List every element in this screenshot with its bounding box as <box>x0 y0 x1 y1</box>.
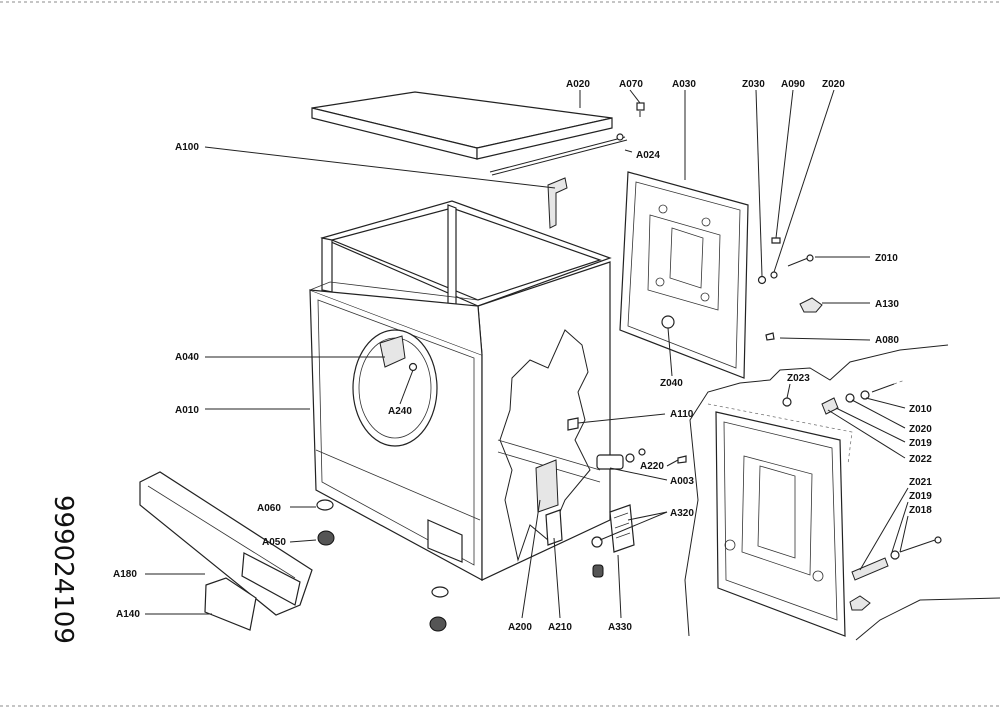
rod-part <box>489 133 628 176</box>
label-A180: A180 <box>113 569 137 580</box>
hinge-bracket-part <box>547 177 568 229</box>
label-A080: A080 <box>875 335 899 346</box>
control-panel-part <box>139 471 313 631</box>
label-Z023: Z023 <box>787 373 810 384</box>
label-A140: A140 <box>116 609 140 620</box>
label-A330: A330 <box>608 622 632 633</box>
fasteners-right <box>821 379 906 415</box>
label-Z019-lower: Z019 <box>909 491 932 502</box>
label-Z030: Z030 <box>742 79 765 90</box>
door-hinge-parts <box>535 459 563 546</box>
label-A200: A200 <box>508 622 532 633</box>
label-A024: A024 <box>636 150 660 161</box>
label-Z010-right: Z010 <box>909 404 932 415</box>
feet-parts <box>316 499 449 632</box>
document-number: 999024109 <box>48 495 78 644</box>
screw-a070 <box>636 102 645 117</box>
label-A070: A070 <box>619 79 643 90</box>
label-A130: A130 <box>875 299 899 310</box>
part-labels: A020 A070 A030 Z030 A090 Z020 A100 A024 … <box>113 79 932 633</box>
label-A210: A210 <box>548 622 572 633</box>
label-Z022: Z022 <box>909 454 932 465</box>
label-Z019-upper: Z019 <box>909 438 932 449</box>
label-A040: A040 <box>175 352 199 363</box>
top-lid-part <box>311 91 613 160</box>
label-Z020-top: Z020 <box>822 79 845 90</box>
label-Z010-top: Z010 <box>875 253 898 264</box>
label-A090: A090 <box>781 79 805 90</box>
valve-part <box>596 448 687 470</box>
cabinet-body-part <box>309 200 612 582</box>
fasteners-upper <box>757 237 823 341</box>
rear-inset-panel-part <box>684 344 1000 641</box>
door-latch-part <box>379 335 418 372</box>
label-A240: A240 <box>388 406 412 417</box>
leader-lines <box>145 89 909 619</box>
label-Z040: Z040 <box>660 378 683 389</box>
label-A220: A220 <box>640 461 664 472</box>
label-A060: A060 <box>257 503 281 514</box>
label-A100: A100 <box>175 142 199 153</box>
clip-a110 <box>567 417 579 431</box>
label-A110: A110 <box>670 409 694 420</box>
label-A020: A020 <box>566 79 590 90</box>
label-A010: A010 <box>175 405 199 416</box>
label-A050: A050 <box>262 537 286 548</box>
label-Z018: Z018 <box>909 505 932 516</box>
label-A003: A003 <box>670 476 694 487</box>
label-Z021: Z021 <box>909 477 932 488</box>
label-A320: A320 <box>670 508 694 519</box>
label-A030: A030 <box>672 79 696 90</box>
back-panel-part <box>619 171 749 379</box>
label-Z020-right: Z020 <box>909 424 932 435</box>
support-bracket-part <box>591 504 635 578</box>
hinge-pin-parts <box>849 536 942 611</box>
